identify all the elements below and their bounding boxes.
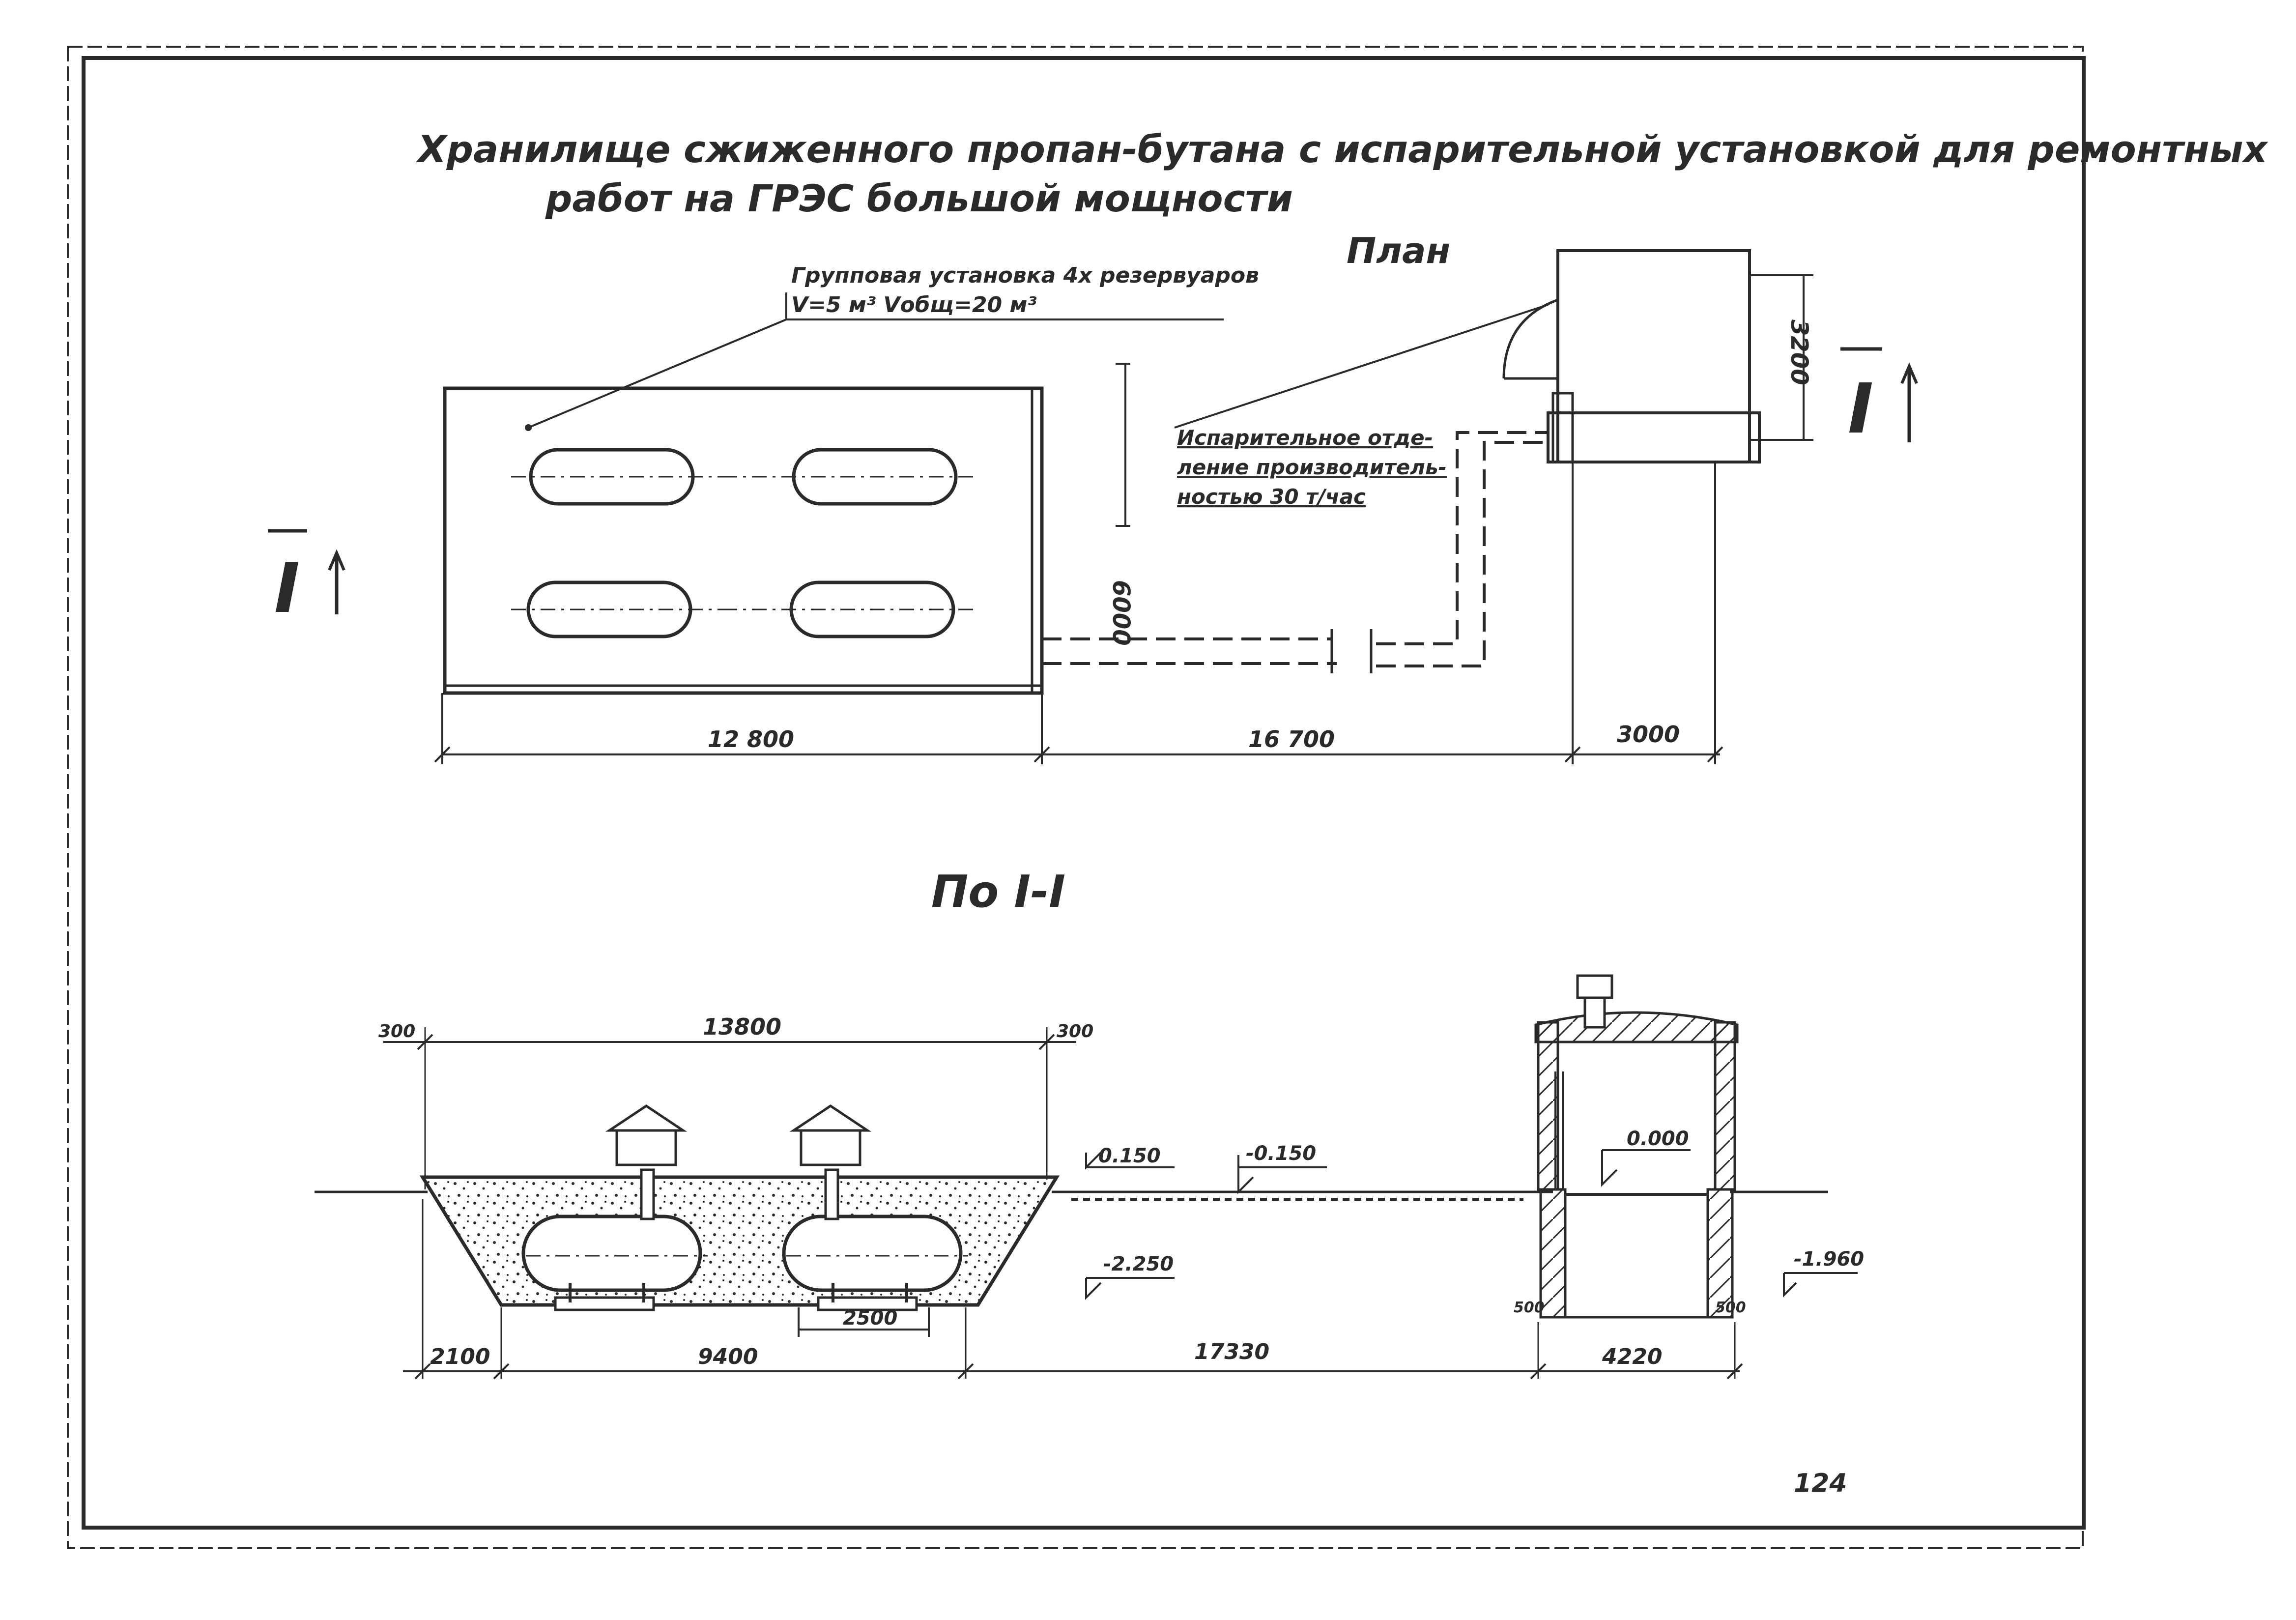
section-dim-17330: 17330 (1194, 1339, 1269, 1364)
earth-berm (419, 1175, 1060, 1307)
level-mark-pit (1783, 1272, 1858, 1298)
section-dim-500-right: 500 (1715, 1299, 1746, 1316)
level-mark-top (1085, 1152, 1175, 1170)
section-dim-top: 13800 (703, 1013, 781, 1040)
plan-building-depth-dimension (1750, 274, 1813, 441)
plan-dim-pipe: 16 700 (1248, 726, 1335, 752)
plan-dim-width: 12 800 (708, 726, 794, 752)
section-dim-500-left: 500 (1514, 1299, 1545, 1316)
section-dim-2100: 2100 (430, 1344, 490, 1369)
tank-plan-4 (722, 580, 978, 638)
plan-heading: План (1347, 230, 1450, 271)
section-mark-right: I (1848, 369, 1873, 449)
tank-plan-1 (511, 448, 722, 506)
section-level-ground: -0.150 (1246, 1142, 1316, 1165)
section-dim-left-300: 300 (378, 1021, 415, 1041)
section-level-pit: -1.960 (1794, 1248, 1864, 1271)
tank-section-2 (782, 1104, 968, 1311)
tank-plan-3 (511, 580, 722, 638)
level-mark-ground (1237, 1155, 1327, 1194)
evaporator-label-1: Испарительное отде- (1177, 426, 1433, 450)
tank-group-callout (525, 292, 1224, 431)
section-dim-2500: 2500 (843, 1307, 897, 1330)
evaporator-label-3: ностью 30 т/час (1177, 485, 1366, 509)
plan-dim-building: 3000 (1617, 721, 1680, 748)
page-number: 124 (1794, 1469, 1847, 1498)
section-bottom-dimension-line (403, 1199, 1743, 1380)
evaporator-building-plan (1502, 249, 1761, 463)
level-mark-floor (1601, 1149, 1691, 1187)
support-dimension (798, 1307, 930, 1337)
section-marker-left (268, 529, 345, 614)
tank-group-label-2: V=5 м³ Vобщ=20 м³ (791, 292, 1037, 318)
level-mark-bottom (1085, 1277, 1175, 1300)
tank-plan-2 (722, 448, 978, 506)
tank-group-label-1: Групповая установка 4х резервуаров (791, 263, 1259, 288)
section-level-top: 0.150 (1098, 1145, 1161, 1167)
plan-dim-building-depth: 3200 (1785, 319, 1813, 385)
section-dim-9400: 9400 (698, 1344, 758, 1369)
gas-pipes (1042, 431, 1548, 673)
section-mark-left: I (274, 549, 300, 629)
tank-section-1 (521, 1104, 708, 1311)
section-dim-4220: 4220 (1602, 1344, 1662, 1369)
ground-line (315, 1190, 1828, 1201)
title-line-2: работ на ГРЭС большой мощности (545, 176, 1293, 220)
section-level-floor: 0.000 (1627, 1128, 1689, 1150)
plan-bottom-dimension-line (434, 462, 1723, 764)
plan-height-dimension (1116, 363, 1130, 527)
inner-frame (67, 46, 2084, 1549)
section-top-dimension (383, 1027, 1076, 1189)
plan-dim-height: 6000 (1107, 580, 1135, 646)
tank-enclosure (443, 386, 1044, 695)
evaporator-building-section (1534, 974, 1739, 1319)
evaporator-label-2: ление производитель- (1177, 455, 1447, 479)
title-line-1: Хранилище сжиженного пропан-бутана с исп… (416, 127, 2268, 171)
section-dim-right-300: 300 (1057, 1021, 1093, 1041)
section-marker-right (1840, 347, 1918, 442)
evaporator-callout (1174, 304, 1549, 429)
section-level-bottom: -2.250 (1103, 1253, 1174, 1275)
section-heading: По I-I (931, 866, 1065, 918)
